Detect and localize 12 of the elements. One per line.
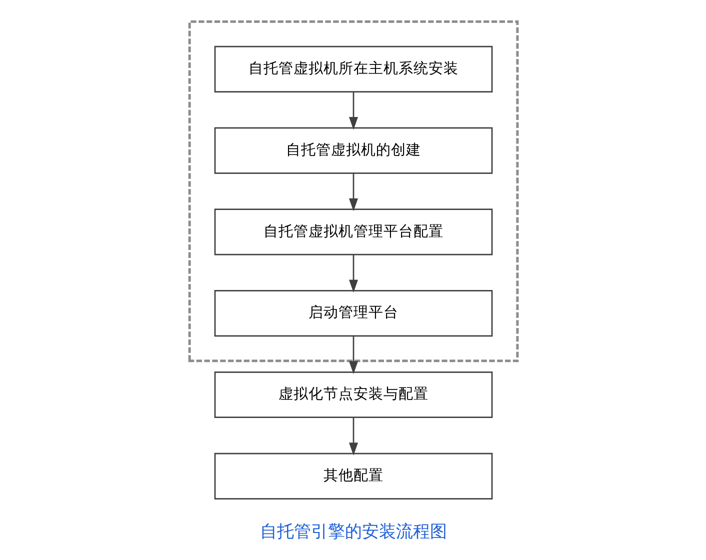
arrow [348, 92, 358, 130]
arrow [348, 173, 358, 212]
node-box: 自托管虚拟机管理平台配置 [214, 208, 492, 256]
node-box: 其他配置 [214, 452, 492, 500]
arrow [348, 418, 358, 456]
caption: 自托管引擎的安装流程图 [260, 521, 446, 542]
arrow [348, 336, 358, 374]
arrow [348, 254, 358, 293]
node-box: 虚拟化节点安装与配置 [214, 371, 492, 418]
node-box: 启动管理平台 [214, 290, 492, 337]
node-box: 自托管虚拟机所在主机系统安装 [214, 46, 492, 92]
node-box: 自托管虚拟机的创建 [214, 127, 492, 174]
